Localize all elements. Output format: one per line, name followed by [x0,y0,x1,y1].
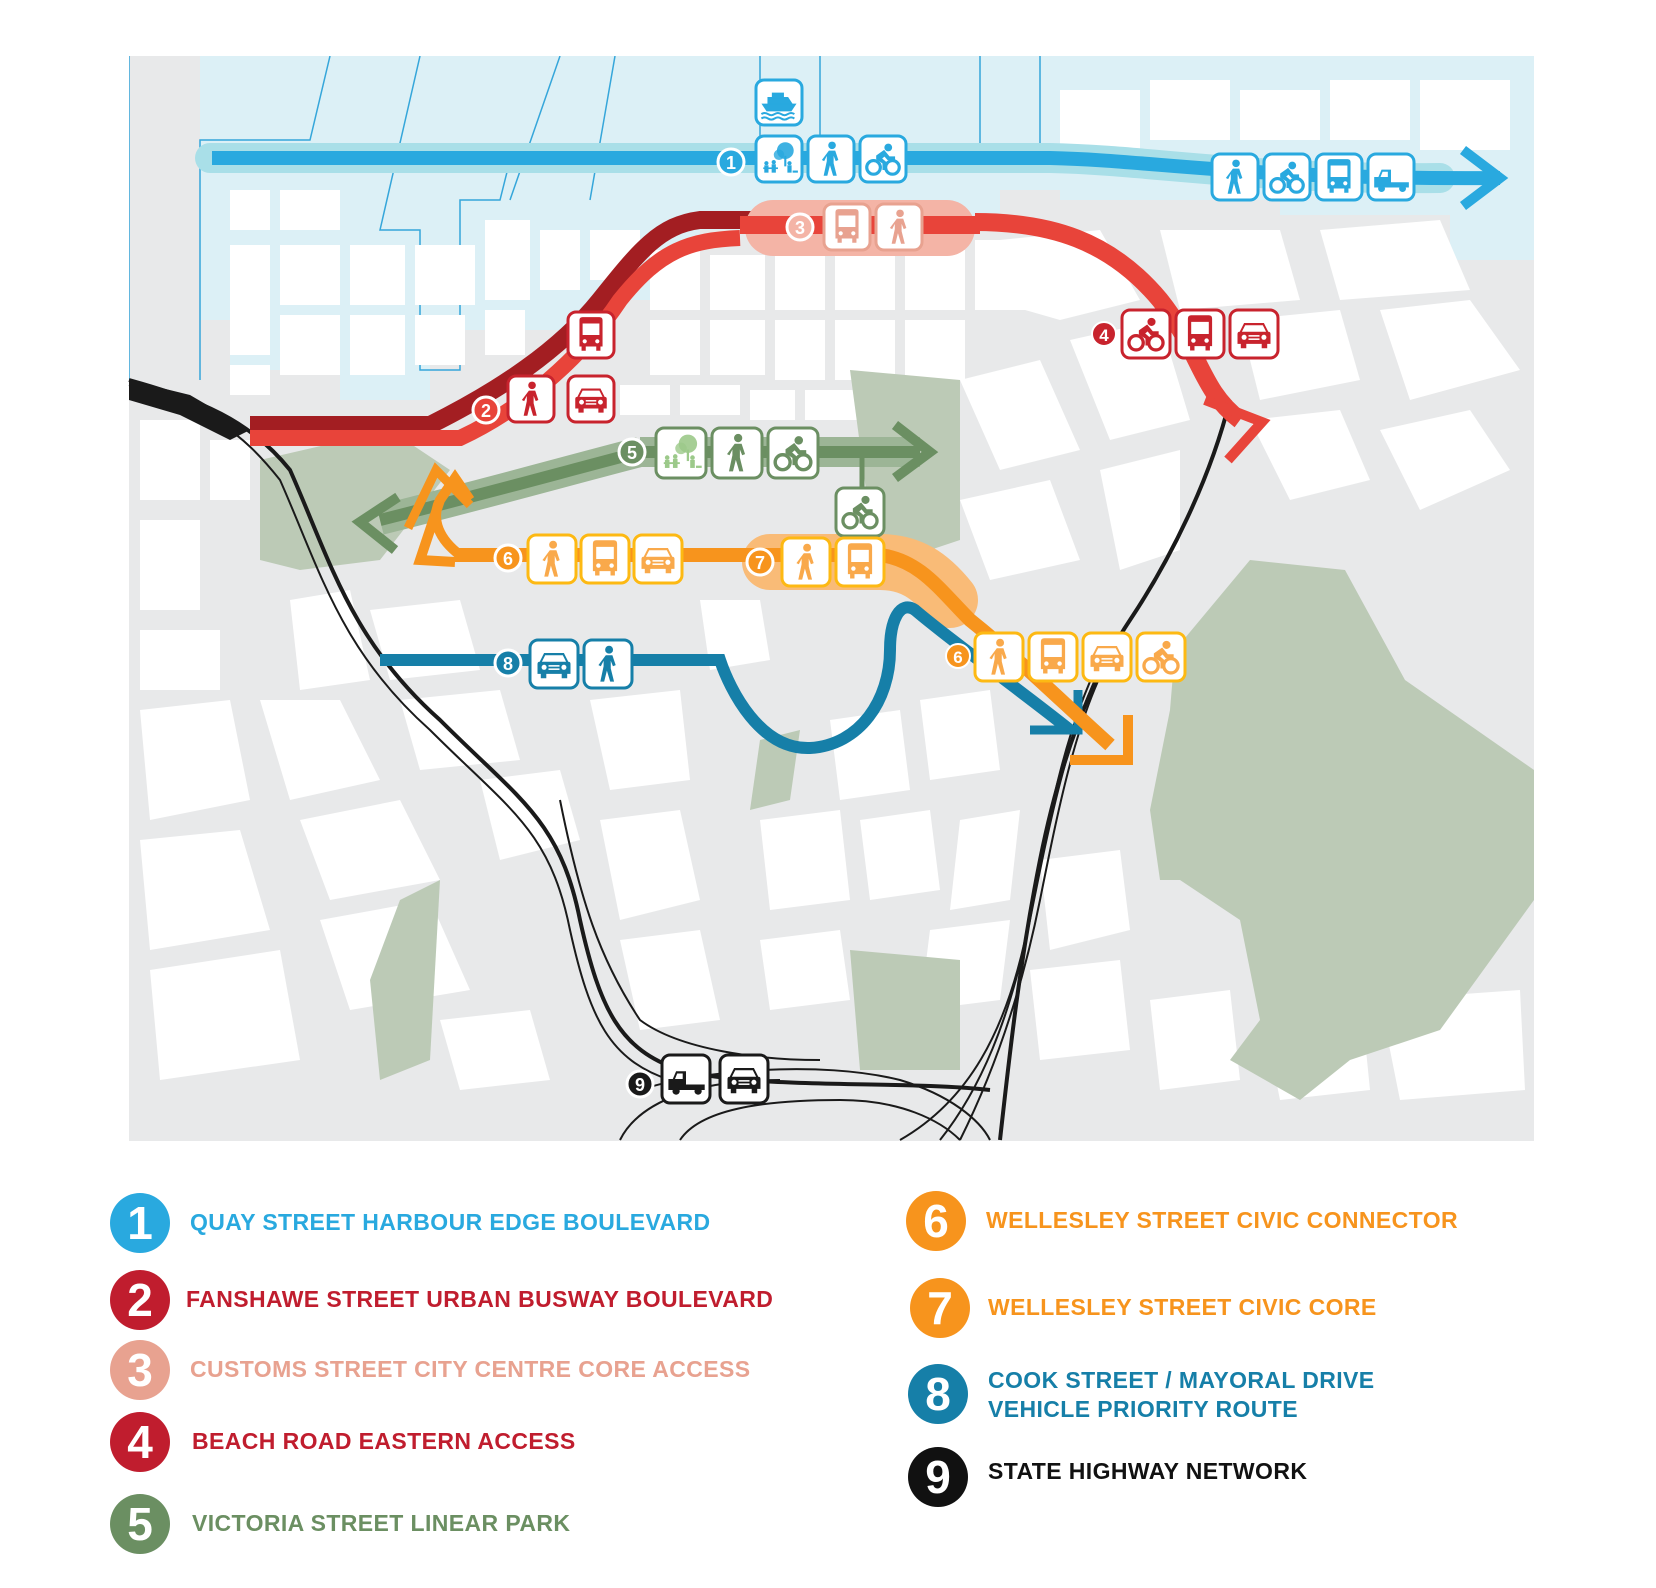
victoria-park [260,430,450,570]
legend-item-9: 9 STATE HIGHWAY NETWORK [908,1447,1307,1507]
legend-number-5: 5 [110,1494,170,1554]
svg-text:6: 6 [503,549,513,569]
legend-label-3: CUSTOMS STREET CITY CENTRE CORE ACCESS [190,1356,751,1382]
route-6-east-badge [945,643,971,669]
cook-street-icons: 8 [493,638,634,690]
svg-text:7: 7 [755,553,765,573]
legend-item-2: 2 FANSHAWE STREET URBAN BUSWAY BOULEVARD [110,1270,773,1330]
legend-number-9: 9 [908,1447,968,1507]
quay-street-icons: 1 [716,78,908,184]
legend-label-7: WELLESLEY STREET CIVIC CORE [988,1294,1377,1320]
svg-text:2: 2 [481,401,491,421]
svg-text:5: 5 [627,443,637,463]
southern-green [850,950,960,1070]
legend-number-8: 8 [908,1364,968,1424]
wellesley-street-east-icons: 6 [945,631,1187,683]
route-7-badge [745,547,775,577]
svg-text:6: 6 [953,648,962,667]
legend-label-6: WELLESLEY STREET CIVIC CONNECTOR [986,1207,1458,1233]
legend-item-5: 5 VICTORIA STREET LINEAR PARK [110,1494,570,1554]
legend-item-3: 3 CUSTOMS STREET CITY CENTRE CORE ACCESS [110,1340,750,1400]
route-8-badge [493,648,523,678]
legend-item-8: 8 COOK STREET / MAYORAL DRIVE VEHICLE PR… [908,1364,1375,1424]
legend-number-1: 1 [110,1193,170,1253]
route-3-badge [785,212,815,242]
route-8-cook-street [380,601,1083,755]
ferry-tile [754,78,804,127]
victoria-street-icons: 5 [617,426,886,538]
route-5-badge [617,437,647,467]
route-4-beach-road [974,213,1271,464]
legend-number-6: 6 [906,1191,966,1251]
motorway-ramp [129,380,250,440]
legend-label-4: BEACH ROAD EASTERN ACCESS [192,1428,576,1454]
svg-text:3: 3 [795,218,805,238]
legend-label-2: FANSHAWE STREET URBAN BUSWAY BOULEVARD [186,1286,774,1312]
route-1-badge [716,147,746,177]
customs-street-icons: 3 [785,202,924,252]
svg-text:4: 4 [1099,326,1109,345]
legend-item-6: 6 WELLESLEY STREET CIVIC CONNECTOR [906,1191,1458,1251]
legend-label-9: STATE HIGHWAY NETWORK [988,1458,1308,1484]
quay-street-east-icons [1210,152,1416,202]
legend-label-8: COOK STREET / MAYORAL DRIVE VEHICLE PRIO… [988,1367,1375,1422]
route-6-badge [493,543,523,573]
route-4-badge [1091,321,1117,347]
legend-label-1: QUAY STREET HARBOUR EDGE BOULEVARD [190,1209,711,1235]
svg-text:9: 9 [635,1075,645,1095]
legend-item-1: 1 QUAY STREET HARBOUR EDGE BOULEVARD [110,1193,711,1253]
city-blocks [140,80,1525,1100]
albert-park [1150,560,1534,1100]
legend-number-3: 3 [110,1340,170,1400]
route-6-wellesley-street [403,462,1133,765]
svg-text:8: 8 [503,654,513,674]
route-9-badge [625,1069,655,1099]
wellesley-street-west-icons: 6 [493,533,684,585]
legend-label-5: VICTORIA STREET LINEAR PARK [192,1510,571,1536]
western-green [370,880,440,1080]
legend-number-7: 7 [910,1278,970,1338]
fanshawe-street-icons: 2 [471,310,616,425]
legend-number-2: 2 [110,1270,170,1330]
legend-number-4: 4 [110,1412,170,1472]
wellesley-street-core-icons: 7 [745,536,886,588]
legend-item-4: 4 BEACH ROAD EASTERN ACCESS [110,1412,576,1472]
route-2-badge [471,395,501,425]
svg-text:1: 1 [726,153,736,173]
legend-item-7: 7 WELLESLEY STREET CIVIC CORE [910,1278,1377,1338]
beach-road-icons: 4 [1091,308,1280,360]
state-highway-icons: 9 [625,1053,770,1105]
